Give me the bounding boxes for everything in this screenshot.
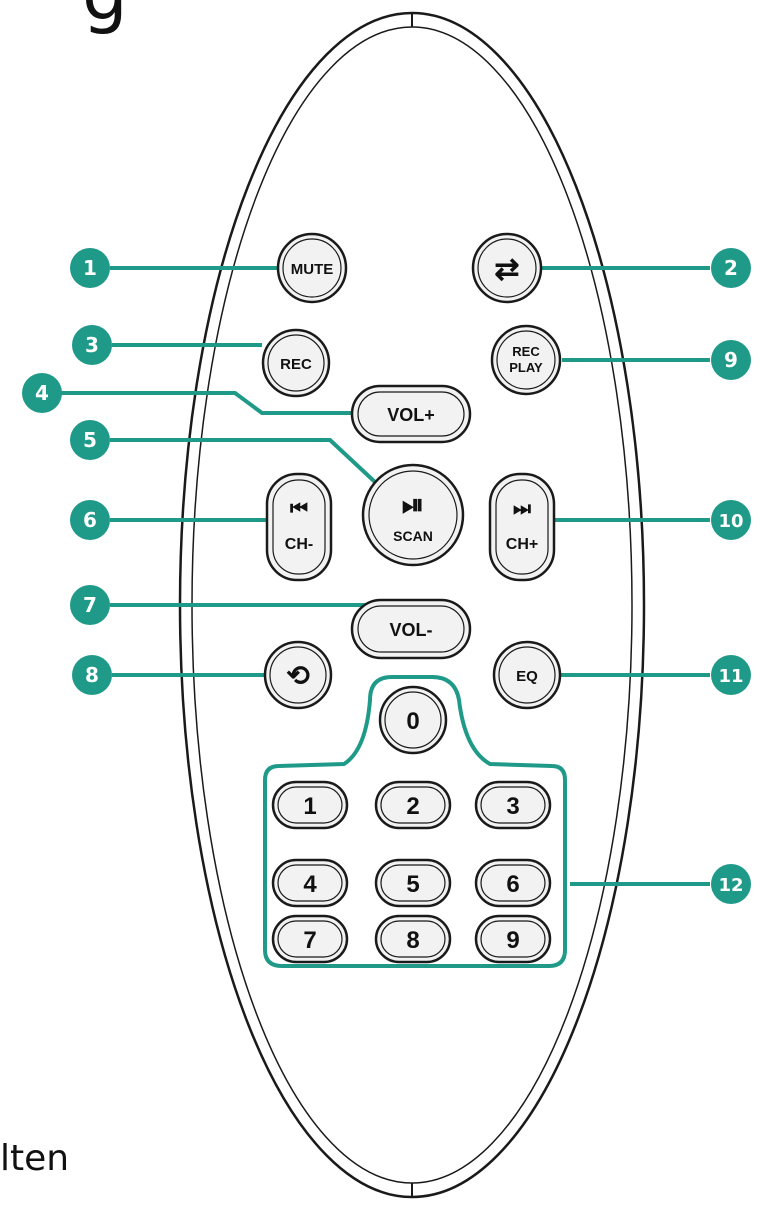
rec-play-button[interactable]: REC PLAY bbox=[490, 324, 562, 396]
previous-icon: ⏮ bbox=[290, 498, 308, 520]
ch-down-label: CH- bbox=[285, 536, 313, 553]
svg-text:9: 9 bbox=[724, 348, 738, 372]
callout-11: 11 bbox=[711, 655, 751, 695]
eq-button[interactable]: EQ bbox=[492, 640, 562, 710]
ch-up-button[interactable]: ⏭ CH+ bbox=[488, 472, 556, 582]
rec-label: REC bbox=[280, 356, 312, 373]
play-pause-icon: ⏯ bbox=[402, 489, 424, 520]
callout-7: 7 bbox=[70, 585, 110, 625]
callout-10: 10 bbox=[711, 500, 751, 540]
loop-icon: ⟲ bbox=[286, 660, 310, 691]
number-key-6-label: 6 bbox=[506, 871, 519, 898]
number-key-9[interactable]: 9 bbox=[474, 914, 552, 964]
vol-down-label: VOL- bbox=[390, 620, 433, 640]
loop-button[interactable]: ⟲ bbox=[263, 640, 333, 710]
callout-12: 12 bbox=[711, 864, 751, 904]
number-key-6[interactable]: 6 bbox=[474, 858, 552, 908]
vol-down-button[interactable]: VOL- bbox=[350, 598, 472, 660]
footer-fragment: lten bbox=[0, 1138, 70, 1179]
number-key-7[interactable]: 7 bbox=[271, 914, 349, 964]
number-key-9-label: 9 bbox=[506, 927, 519, 954]
svg-text:10: 10 bbox=[718, 511, 743, 532]
callout-1: 1 bbox=[70, 248, 110, 288]
ch-up-label: CH+ bbox=[506, 536, 538, 553]
svg-text:6: 6 bbox=[83, 508, 97, 532]
number-key-8-label: 8 bbox=[406, 927, 419, 954]
svg-text:8: 8 bbox=[85, 663, 99, 687]
callout-9: 9 bbox=[711, 340, 751, 380]
vol-up-button[interactable]: VOL+ bbox=[350, 384, 472, 444]
svg-text:4: 4 bbox=[35, 381, 49, 405]
callout-2: 2 bbox=[711, 248, 751, 288]
svg-text:2: 2 bbox=[724, 256, 738, 280]
svg-text:7: 7 bbox=[83, 593, 97, 617]
number-key-0-label: 0 bbox=[406, 708, 419, 735]
callout-8: 8 bbox=[72, 655, 112, 695]
heading-fragment: g bbox=[82, 0, 128, 30]
vol-up-label: VOL+ bbox=[387, 405, 435, 425]
callout-6: 6 bbox=[70, 500, 110, 540]
svg-text:3: 3 bbox=[85, 333, 99, 357]
svg-text:11: 11 bbox=[718, 666, 743, 687]
number-key-2[interactable]: 2 bbox=[374, 780, 452, 830]
number-key-1-label: 1 bbox=[303, 793, 316, 820]
scan-label: SCAN bbox=[393, 528, 433, 544]
rec-play-label-bottom: PLAY bbox=[509, 360, 543, 375]
rec-play-label-top: REC bbox=[512, 344, 540, 359]
callout-4: 4 bbox=[22, 373, 62, 413]
callout-5: 5 bbox=[70, 420, 110, 460]
mute-button[interactable]: MUTE bbox=[276, 232, 348, 304]
mute-label: MUTE bbox=[291, 261, 334, 278]
ch-down-button[interactable]: ⏮ CH- bbox=[265, 472, 333, 582]
number-pad-outline bbox=[263, 675, 567, 968]
svg-text:5: 5 bbox=[83, 428, 97, 452]
repeat-mode-icon: ⇄ bbox=[494, 253, 519, 286]
number-key-3[interactable]: 3 bbox=[474, 780, 552, 830]
number-key-3-label: 3 bbox=[506, 793, 519, 820]
repeat-mode-button[interactable]: ⇄ bbox=[471, 232, 543, 304]
eq-label: EQ bbox=[516, 668, 538, 685]
next-icon: ⏭ bbox=[513, 498, 531, 520]
number-key-4-label: 4 bbox=[303, 871, 317, 898]
number-key-8[interactable]: 8 bbox=[374, 914, 452, 964]
number-key-0[interactable]: 0 bbox=[378, 685, 448, 755]
svg-text:1: 1 bbox=[83, 256, 97, 280]
callout-3: 3 bbox=[72, 325, 112, 365]
number-key-1[interactable]: 1 bbox=[271, 780, 349, 830]
rec-button[interactable]: REC bbox=[261, 328, 331, 398]
number-key-5[interactable]: 5 bbox=[374, 858, 452, 908]
number-key-7-label: 7 bbox=[303, 927, 316, 954]
number-key-5-label: 5 bbox=[406, 871, 419, 898]
play-scan-button[interactable]: ⏯ SCAN bbox=[361, 463, 465, 567]
svg-text:12: 12 bbox=[718, 875, 743, 896]
number-key-2-label: 2 bbox=[406, 793, 419, 820]
number-key-4[interactable]: 4 bbox=[271, 858, 349, 908]
